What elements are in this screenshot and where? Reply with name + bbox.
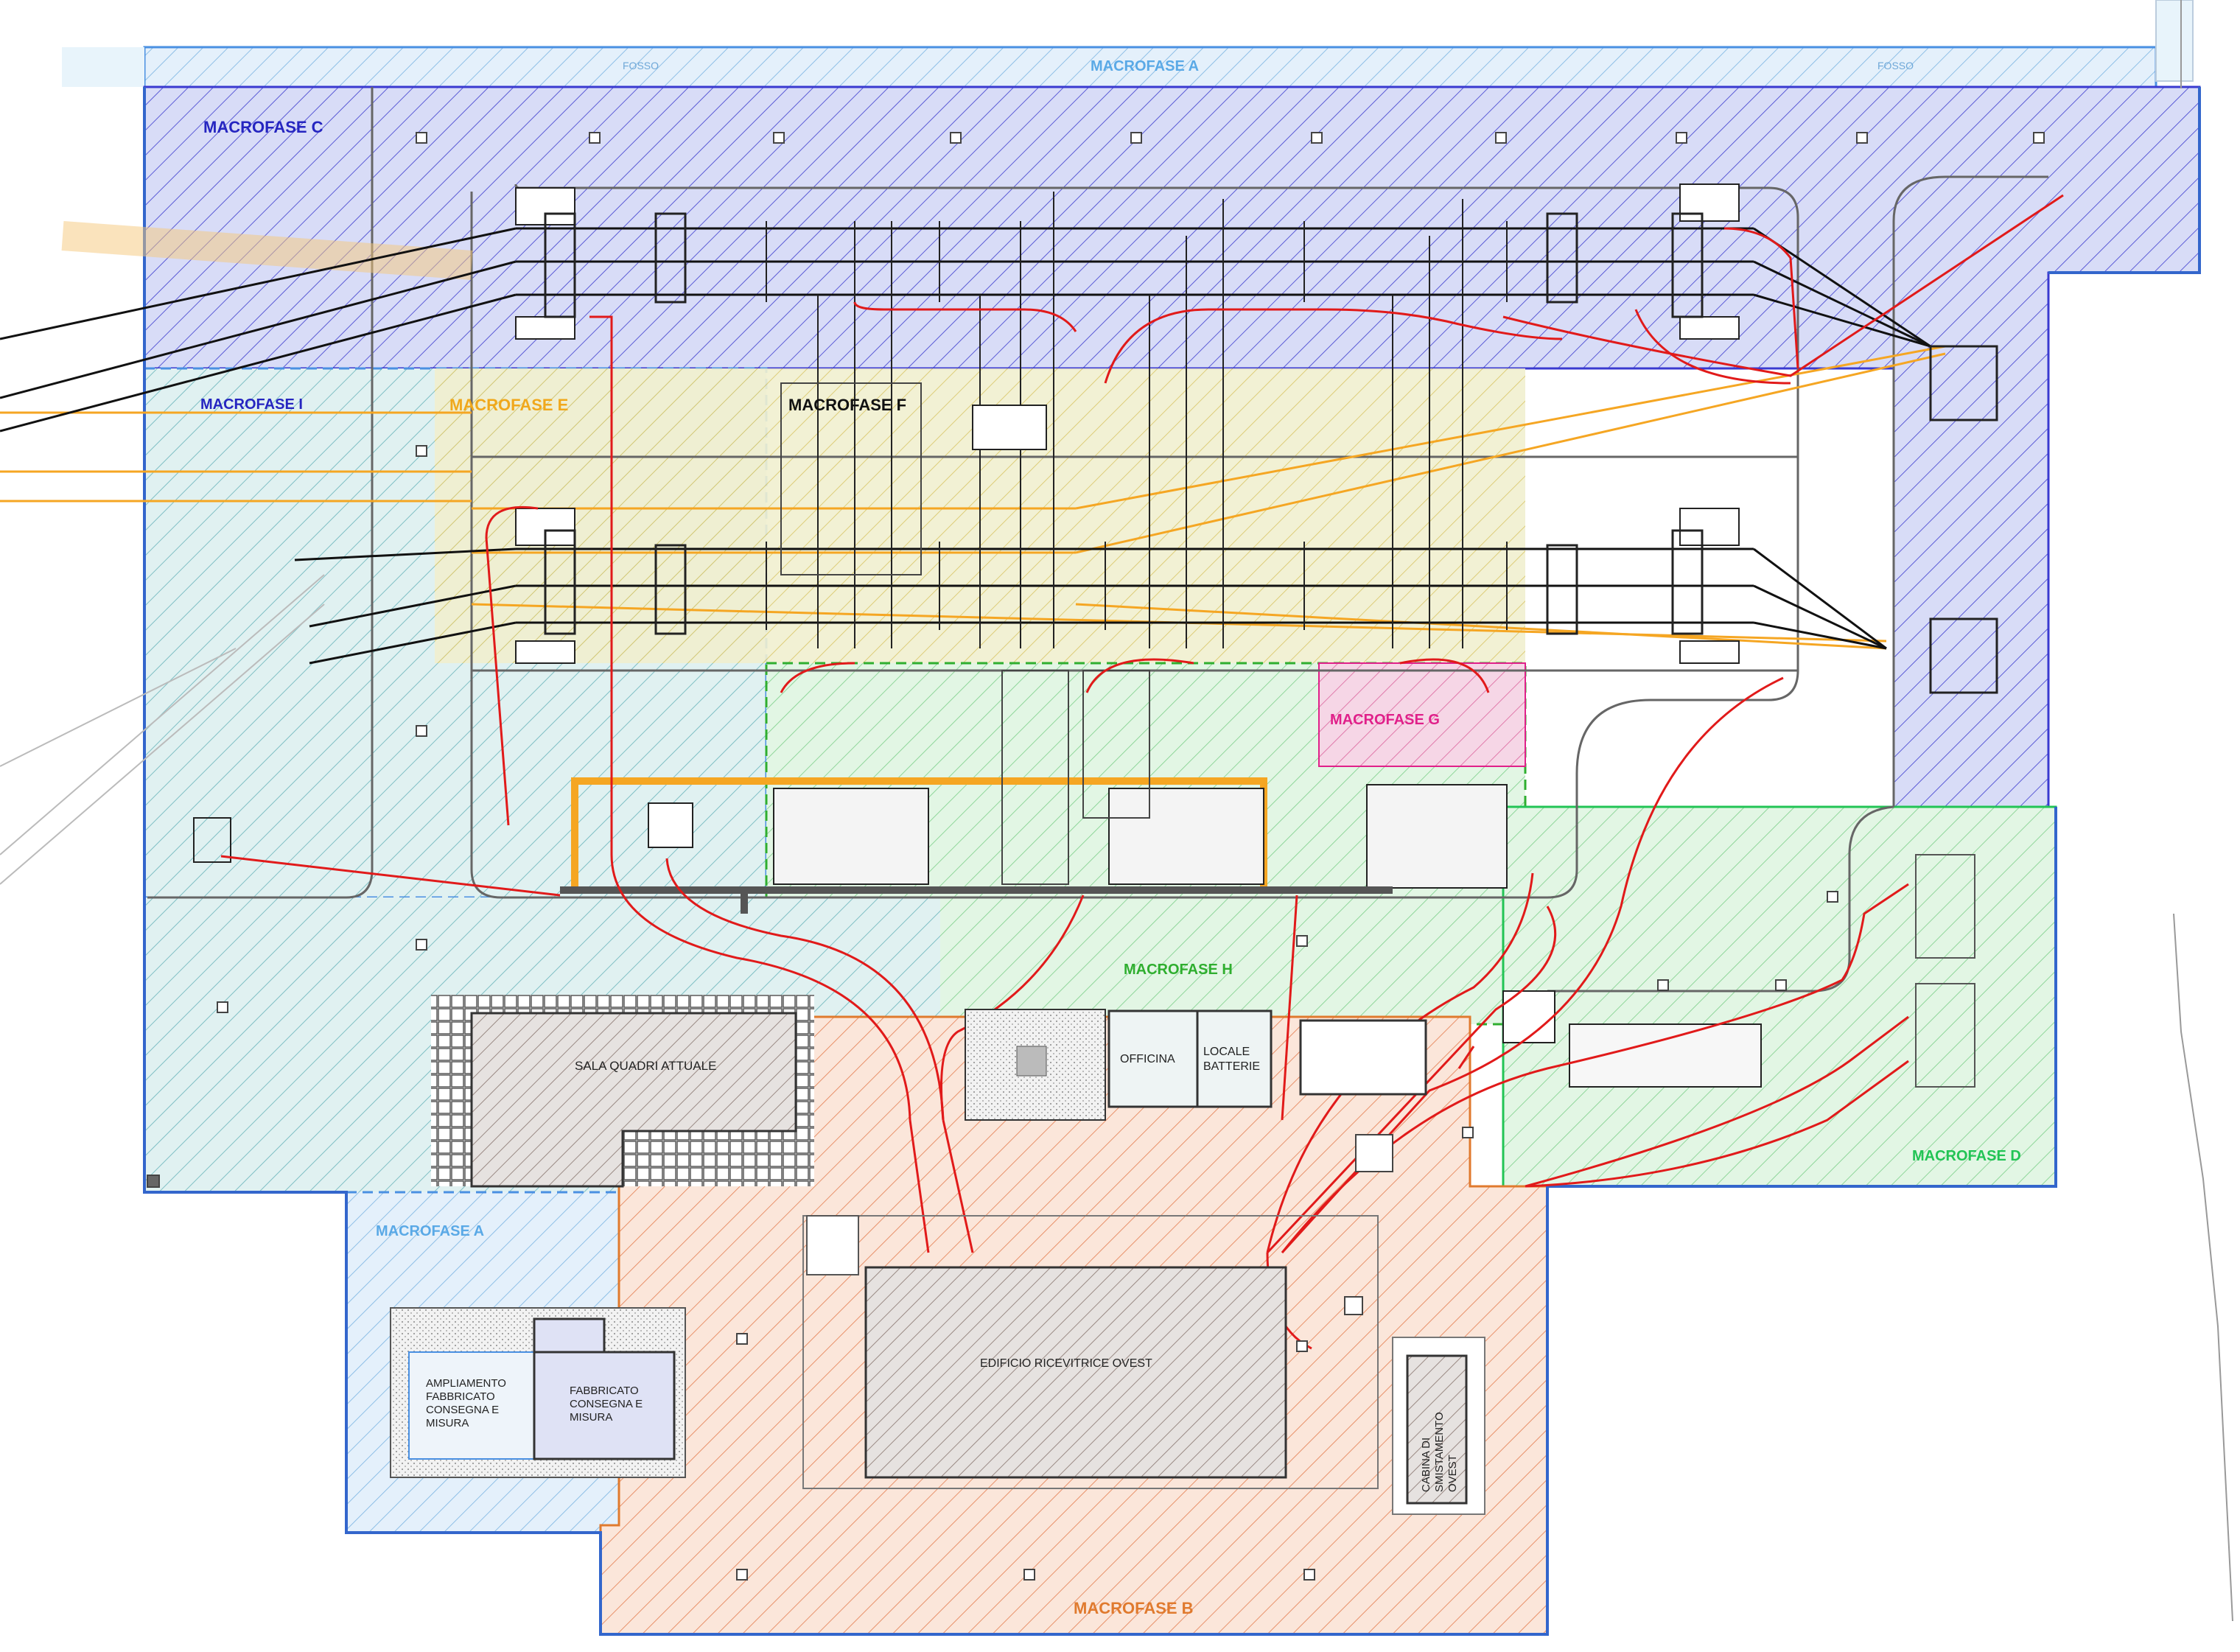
fabbricato-roof [533, 1317, 606, 1354]
label-macrofase-a-bottom: MACROFASE A [376, 1223, 484, 1239]
label-fabbricato-2: CONSEGNA E [570, 1398, 643, 1410]
ampliamento-room [408, 1351, 535, 1460]
label-locale: LOCALE [1203, 1046, 1250, 1058]
label-ampliamento-1: AMPLIAMENTO [426, 1377, 506, 1390]
fabbricato-room [533, 1351, 676, 1460]
label-cabina-1: CABINA DI [1420, 1438, 1432, 1492]
cabina-smistamento [1406, 1354, 1468, 1505]
label-macrofase-g: MACROFASE G [1330, 712, 1440, 728]
room-labels: SALA QUADRI ATTUALE OFFICINA LOCALE BATT… [426, 1046, 1459, 1492]
label-officina: OFFICINA [1120, 1053, 1175, 1065]
edificio-ricevitrice [864, 1266, 1287, 1479]
label-macrofase-i: MACROFASE I [200, 396, 303, 413]
label-macrofase-d: MACROFASE D [1912, 1148, 2021, 1164]
label-macrofase-f: MACROFASE F [788, 396, 906, 414]
label-batterie: BATTERIE [1203, 1060, 1260, 1073]
label-macrofase-h: MACROFASE H [1124, 962, 1233, 978]
label-macrofase-b: MACROFASE B [1074, 1599, 1194, 1617]
officina-icon-square [1016, 1046, 1047, 1077]
ground-bars [560, 886, 1393, 914]
bay-columns [766, 192, 1508, 648]
buildings [390, 995, 1485, 1515]
label-macrofase-c: MACROFASE C [203, 118, 323, 136]
sala-quadri-building [470, 1012, 797, 1188]
label-macrofase-a-top: MACROFASE A [1091, 58, 1199, 74]
equipment-blocks [193, 183, 1998, 1088]
label-fabbricato-1: FABBRICATO [570, 1385, 639, 1397]
zone-labels: FOSSO FOSSO MACROFASE A MACROFASE C MACR… [200, 58, 2021, 1617]
edificio-outer [802, 1215, 1379, 1489]
label-fosso-left: FOSSO [623, 60, 659, 71]
zone-macrofase-d [1502, 805, 2057, 1188]
grid-markers [147, 132, 2045, 1581]
label-ampliamento-2: FABBRICATO [426, 1390, 495, 1403]
label-ampliamento-3: CONSEGNA E [426, 1404, 499, 1416]
label-fosso-right: FOSSO [1877, 60, 1914, 71]
label-cabina-3: OVEST [1446, 1455, 1459, 1492]
spare-room [1299, 1019, 1427, 1096]
zone-macrofase-g [1318, 662, 1526, 767]
label-ampliamento-4: MISURA [426, 1417, 469, 1429]
batterie-room [1196, 1009, 1273, 1108]
label-sala-quadri: SALA QUADRI ATTUALE [575, 1059, 716, 1073]
label-macrofase-e: MACROFASE E [449, 396, 568, 414]
zone-fosso-edge-right [2155, 0, 2194, 82]
label-fabbricato-3: MISURA [570, 1411, 612, 1424]
zone-fosso-edge-left [62, 47, 144, 87]
label-cabina-2: SMISTAMENTO [1433, 1412, 1446, 1492]
officina-room [1107, 1009, 1199, 1108]
label-edificio: EDIFICIO RICEVITRICE OVEST [980, 1357, 1152, 1370]
stair-block [806, 1215, 859, 1275]
